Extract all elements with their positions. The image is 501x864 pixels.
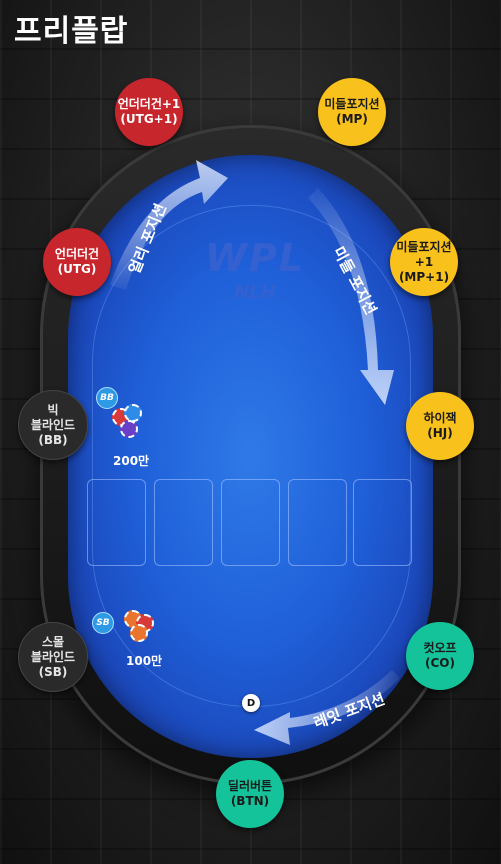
seat-bb[interactable]: 빅 블라인드 (BB) [18,390,88,460]
chip-orange [130,624,148,642]
seat-utg[interactable]: 언더더건 (UTG) [43,228,111,296]
page-title: 프리플랍 [14,14,129,49]
seat-co-label: 컷오프 (CO) [423,641,457,670]
late-position-arrow [254,670,400,745]
seat-btn[interactable]: 딜러버튼 (BTN) [216,760,284,828]
community-card-slot-4 [288,479,347,566]
community-card-slot-5 [353,479,412,566]
bb-chip-stack [112,404,146,438]
seat-hj-label: 하이잭 (HJ) [423,411,457,440]
seat-mp1[interactable]: 미들포지션+1 (MP+1) [390,228,458,296]
middle-position-arrow [308,188,394,405]
logo-game-type: NLH [234,282,276,303]
seat-utg1[interactable]: 언더더건+1 (UTG+1) [115,78,183,146]
sb-badge: SB [92,612,114,634]
seat-mp1-label: 미들포지션+1 (MP+1) [396,239,452,284]
community-card-slot-2 [154,479,213,566]
seat-mp[interactable]: 미들포지션 (MP) [318,78,386,146]
logo-wpl: WPL [205,236,305,280]
seat-hj[interactable]: 하이잭 (HJ) [406,392,474,460]
seat-bb-label: 빅 블라인드 (BB) [30,402,76,447]
bb-badge: BB [96,387,118,409]
sb-chip-stack [124,608,158,642]
seat-mp-label: 미들포지션 (MP) [324,97,380,126]
chip-purple [120,420,138,438]
early-position-arrow [110,160,228,290]
seat-sb-label: 스몰 블라인드 (SB) [30,634,76,679]
community-card-slot-1 [87,479,146,566]
seat-btn-label: 딜러버튼 (BTN) [227,779,273,808]
seat-utg-label: 언더더건 (UTG) [54,247,100,276]
seat-co[interactable]: 컷오프 (CO) [406,622,474,690]
bb-bet-amount: 200만 [113,454,150,468]
dealer-button: D [242,694,260,712]
community-card-slot-3 [221,479,280,566]
seat-utg1-label: 언더더건+1 (UTG+1) [117,97,181,126]
sb-bet-amount: 100만 [126,654,163,668]
table-logo: WPL NLH [190,236,320,303]
seat-sb[interactable]: 스몰 블라인드 (SB) [18,622,88,692]
